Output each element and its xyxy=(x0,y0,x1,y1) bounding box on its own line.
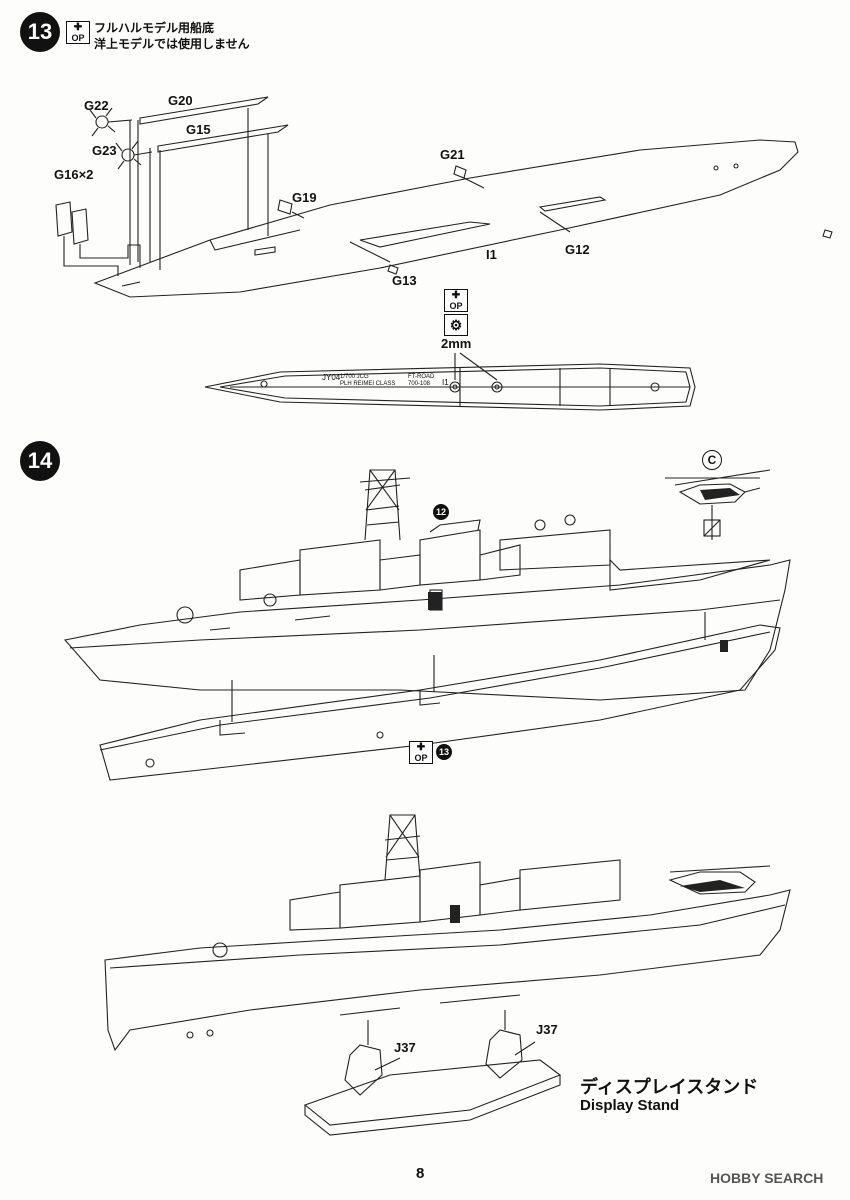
helicopter-marker: C xyxy=(702,450,722,470)
rudder-g16-icon xyxy=(55,201,141,276)
option-box: ✚ OP xyxy=(66,21,90,44)
option-icon: ✚ xyxy=(73,22,83,33)
step-13-note: フルハルモデル用船底 洋上モデルでは使用しません xyxy=(94,20,250,52)
part-g19 xyxy=(277,199,293,215)
label-j37-left: J37 xyxy=(394,1040,416,1055)
display-stand-icon xyxy=(303,1010,562,1136)
ref-step-13-badge: 13 xyxy=(436,744,452,760)
part-g13 xyxy=(387,264,399,275)
note-line-2: 洋上モデルでは使用しません xyxy=(94,37,250,51)
hull-class-text: PLH REIMEI CLASS xyxy=(340,381,396,387)
label-g22: G22 xyxy=(84,98,109,113)
ship-upper-hull xyxy=(63,469,791,701)
label-g23: G23 xyxy=(92,143,117,158)
label-g16: G16×2 xyxy=(54,167,94,182)
label-i1: I1 xyxy=(486,247,497,262)
display-stand-title-jp: ディスプレイスタンド xyxy=(580,1077,759,1098)
helicopter-icon xyxy=(665,469,771,540)
option-label: OP xyxy=(71,33,85,43)
hull-partno-text: 700-108 xyxy=(408,381,431,387)
watermark: HOBBY SEARCH xyxy=(710,1170,824,1186)
option-icon: ✚ xyxy=(416,742,426,753)
display-stand-title-en: Display Stand xyxy=(580,1097,680,1114)
label-g20: G20 xyxy=(168,93,193,108)
option-label: OP xyxy=(449,301,463,311)
label-g19: G19 xyxy=(292,190,317,205)
part-g15 xyxy=(157,124,289,153)
part-g12 xyxy=(822,229,833,239)
ship-lower-hull xyxy=(99,624,781,781)
ship-assembled xyxy=(104,814,791,1052)
screw-option-box: ✚ OP xyxy=(444,289,468,312)
note-line-1: フルハルモデル用船底 xyxy=(94,21,215,35)
propeller-g22-icon xyxy=(89,107,133,137)
hull-bottom-part-i1 xyxy=(93,139,799,298)
propeller-g23-icon xyxy=(115,140,153,170)
label-j37-right: J37 xyxy=(536,1022,558,1037)
label-g12: G12 xyxy=(565,242,590,257)
label-g21: G21 xyxy=(440,147,465,162)
hull-code: JY04 xyxy=(322,373,341,382)
option-box-13: ✚ OP xyxy=(409,741,433,764)
hull-id-text: I1 xyxy=(442,378,449,387)
option-label: OP xyxy=(414,753,428,763)
hull-top-view xyxy=(204,352,696,411)
hull-brand-text: FT-ROAD xyxy=(408,374,435,380)
step-14-badge: 14 xyxy=(20,441,60,481)
label-g13: G13 xyxy=(392,273,417,288)
ref-step-12-badge: 12 xyxy=(433,504,449,520)
screw-size-label: 2mm xyxy=(441,336,472,351)
hull-scale-text: 1/700 JCG xyxy=(340,374,369,380)
part-g21 xyxy=(453,165,467,179)
step-13-badge: 13 xyxy=(20,12,60,52)
option-icon: ✚ xyxy=(451,290,461,301)
screw-icon: ⚙ xyxy=(444,314,468,336)
label-g15: G15 xyxy=(186,122,211,137)
part-g20 xyxy=(139,96,269,125)
page-number: 8 xyxy=(416,1165,425,1182)
